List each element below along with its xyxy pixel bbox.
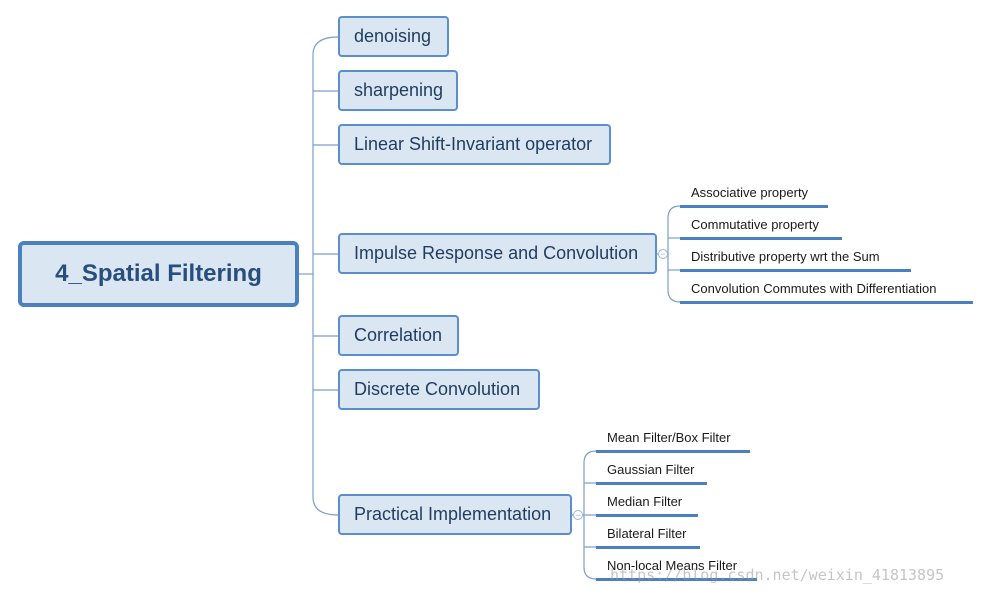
collapse-toggle-icon[interactable]: − (658, 249, 668, 259)
leaf-distributive-property[interactable]: Distributive property wrt the Sum (680, 248, 911, 272)
branch-label: Linear Shift-Invariant operator (354, 134, 593, 154)
leaf-median-filter[interactable]: Median Filter (596, 493, 698, 517)
leaf-label: Commutative property (691, 217, 819, 232)
branch-correlation[interactable]: Correlation (338, 315, 459, 356)
branch-label: Impulse Response and Convolution (354, 243, 639, 263)
branch-denoising[interactable]: denoising (338, 16, 449, 57)
root-label: 4_Spatial Filtering (55, 260, 262, 287)
branch-label: Discrete Convolution (354, 379, 521, 399)
branch-sharpening[interactable]: sharpening (338, 70, 458, 111)
leaf-label: Associative property (691, 185, 809, 200)
root-node[interactable]: 4_Spatial Filtering (18, 241, 299, 307)
branch-label: sharpening (354, 80, 444, 100)
branch-linear-shift-invariant[interactable]: Linear Shift-Invariant operator (338, 124, 611, 165)
leaf-label: Gaussian Filter (607, 462, 695, 477)
leaf-mean-filter[interactable]: Mean Filter/Box Filter (596, 429, 750, 453)
branch-label: denoising (354, 26, 432, 46)
leaf-label: Non-local Means Filter (607, 558, 738, 573)
watermark-text: https://blog.csdn.net/weixin_41813895 (610, 566, 945, 584)
leaf-gaussian-filter[interactable]: Gaussian Filter (596, 461, 707, 485)
branch-label: Practical Implementation (354, 504, 552, 524)
collapse-toggle-icon[interactable]: − (573, 510, 583, 520)
leaf-label: Convolution Commutes with Differentiatio… (691, 281, 937, 296)
leaf-label: Distributive property wrt the Sum (691, 249, 880, 264)
leaf-commutative-property[interactable]: Commutative property (680, 216, 842, 240)
leaf-associative-property[interactable]: Associative property (680, 184, 828, 208)
branch-label: Correlation (354, 325, 443, 345)
leaf-label: Bilateral Filter (607, 526, 687, 541)
branch-practical-implementation[interactable]: Practical Implementation (338, 494, 572, 535)
leaf-label: Mean Filter/Box Filter (607, 430, 731, 445)
branch-discrete-convolution[interactable]: Discrete Convolution (338, 369, 540, 410)
leaf-bilateral-filter[interactable]: Bilateral Filter (596, 525, 700, 549)
branch-impulse-response[interactable]: Impulse Response and Convolution (338, 233, 657, 274)
leaf-convolution-commutes[interactable]: Convolution Commutes with Differentiatio… (680, 280, 973, 304)
leaf-non-local-means-filter[interactable]: Non-local Means Filter (596, 557, 757, 581)
leaf-label: Median Filter (607, 494, 683, 509)
